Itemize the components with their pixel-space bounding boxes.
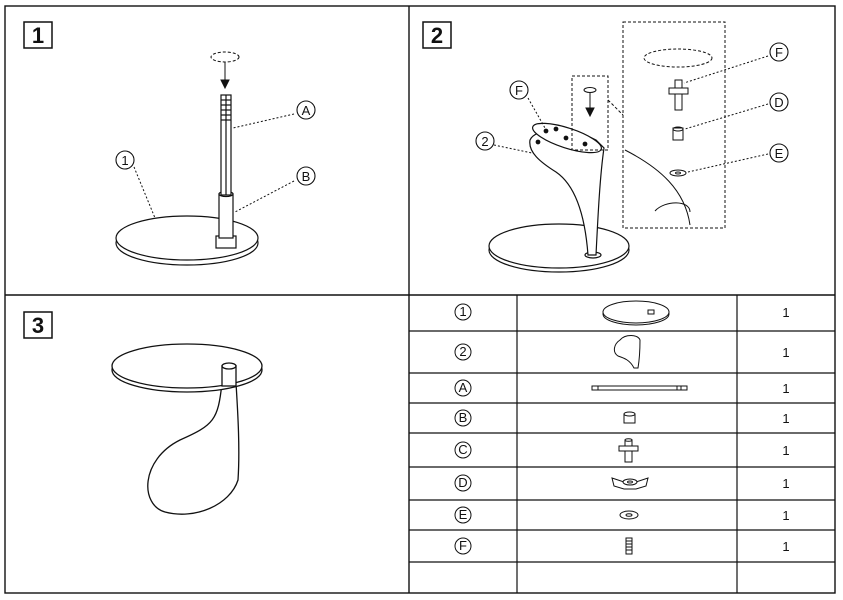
part-qty: 1 — [782, 345, 789, 360]
step-1-glass-plate — [115, 215, 259, 266]
glass-base-plate-icon — [602, 300, 670, 326]
part-qty: 1 — [782, 381, 789, 396]
nut-icon — [623, 411, 636, 424]
step-2-panel: 2 — [422, 21, 789, 273]
curved-column-icon — [613, 335, 641, 369]
part-id: A — [459, 380, 468, 395]
callout-2: 2 — [481, 134, 488, 149]
step-1-number: 1 — [32, 23, 44, 48]
step-2-glass-plate — [488, 223, 630, 273]
step-2-number: 2 — [431, 23, 443, 48]
part-qty: 1 — [782, 508, 789, 523]
table-row: D 1 — [454, 474, 790, 492]
step-1-callouts: 1 A B — [115, 100, 316, 186]
callout-a: A — [302, 103, 311, 118]
table-row: C 1 — [454, 438, 790, 463]
callout-1: 1 — [121, 153, 128, 168]
table-row: E 1 — [454, 506, 790, 524]
part-id: D — [458, 475, 467, 490]
washer-icon — [619, 510, 639, 520]
parts-table: 1 1 2 1 A 1 — [409, 295, 835, 593]
part-id: B — [459, 410, 468, 425]
step-3-assembled-table — [111, 343, 263, 515]
step-2-screw-insert — [571, 75, 609, 151]
callout-b: B — [302, 169, 311, 184]
step-2-callouts: F 2 F D E — [475, 42, 789, 163]
table-row: 2 1 — [454, 335, 790, 369]
t-connector-icon — [618, 438, 639, 463]
part-qty: 1 — [782, 305, 789, 320]
step-2-detail-box — [607, 21, 726, 229]
panel-grid — [4, 5, 836, 594]
callout-d: D — [774, 95, 783, 110]
threaded-rod-icon — [591, 385, 688, 391]
table-row: B 1 — [454, 409, 790, 427]
part-id: 1 — [459, 304, 466, 319]
screw-icon — [625, 537, 633, 555]
step-1-insert-arrow — [210, 51, 240, 90]
table-row: 1 1 — [454, 300, 790, 326]
callout-e: E — [775, 146, 784, 161]
callout-f-main: F — [515, 83, 523, 98]
part-qty: 1 — [782, 476, 789, 491]
step-3-panel: 3 — [23, 311, 263, 515]
part-id: C — [458, 442, 467, 457]
step-1-panel: 1 — [23, 21, 316, 266]
step-3-number: 3 — [32, 313, 44, 338]
part-id: 2 — [459, 344, 466, 359]
table-row: A 1 — [454, 379, 790, 397]
part-id: F — [459, 538, 467, 553]
step-2-leaders — [493, 55, 769, 173]
part-qty: 1 — [782, 443, 789, 458]
part-qty: 1 — [782, 411, 789, 426]
step-1-column — [215, 94, 237, 249]
callout-f-detail: F — [775, 45, 783, 60]
step-2-curved-column — [529, 122, 605, 256]
table-row: F 1 — [454, 537, 790, 555]
part-qty: 1 — [782, 539, 789, 554]
part-id: E — [459, 507, 468, 522]
wing-nut-icon — [611, 477, 649, 490]
step-1-leaders — [133, 113, 295, 219]
